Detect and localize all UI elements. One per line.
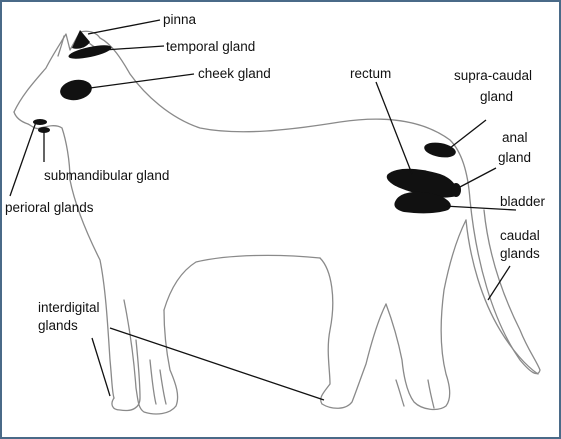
bladder-shape xyxy=(394,191,451,214)
cat-back-outline xyxy=(13,30,541,375)
interdigital-leader-hind xyxy=(109,327,325,401)
label-perioral-glands: perioral glands xyxy=(5,200,94,215)
label-caudal-line1: caudal xyxy=(500,228,540,243)
label-submandibular-gland: submandibular gland xyxy=(44,168,169,183)
rectum-shape xyxy=(386,168,458,198)
label-interdigital-line2: glands xyxy=(38,318,78,333)
anal-gland-leader xyxy=(457,167,497,189)
label-rectum: rectum xyxy=(350,66,391,81)
perioral-leader xyxy=(9,121,37,197)
cat-hind-leg-rear xyxy=(385,219,467,411)
label-supra-caudal-line1: supra-caudal xyxy=(454,68,532,83)
label-interdigital-line1: interdigital xyxy=(38,300,100,315)
label-bladder: bladder xyxy=(500,194,546,209)
anal-gland-shape xyxy=(451,183,461,197)
rectum-leader xyxy=(375,81,413,175)
temporal-gland-shape xyxy=(68,45,112,59)
label-anal-line1: anal xyxy=(502,130,528,145)
cat-chest-outline xyxy=(69,179,115,399)
supra-caudal-gland-shape xyxy=(424,142,456,158)
interdigital-leader-front xyxy=(91,337,111,397)
caudal-glands-leader xyxy=(487,265,511,301)
label-caudal-line2: glands xyxy=(500,246,540,261)
cheek-gland-leader xyxy=(89,73,195,89)
labels: pinna temporal gland cheek gland rectum … xyxy=(5,12,546,333)
cat-front-paw-left xyxy=(111,339,141,412)
cat-outline xyxy=(13,30,541,415)
pinna-leader xyxy=(87,19,161,35)
leader-lines xyxy=(9,19,517,401)
label-anal-line2: gland xyxy=(498,150,531,165)
cat-front-leg-inner xyxy=(149,359,167,405)
label-cheek-gland: cheek gland xyxy=(198,66,271,81)
pinna-gland-shape xyxy=(72,30,90,49)
cat-tail-outline xyxy=(465,219,539,375)
label-supra-caudal-line2: gland xyxy=(480,89,513,104)
bladder-leader xyxy=(443,205,517,211)
cat-belly-outline xyxy=(163,254,321,311)
glands xyxy=(33,30,461,214)
cat-hind-leg-outline xyxy=(319,257,387,409)
label-temporal-gland: temporal gland xyxy=(166,39,255,54)
cheek-gland-shape xyxy=(60,79,92,101)
temporal-gland-leader xyxy=(103,45,165,51)
perioral-gland-shape xyxy=(33,119,47,125)
cat-hind-paw-line xyxy=(395,379,435,409)
supra-caudal-leader xyxy=(449,119,487,149)
label-pinna: pinna xyxy=(163,12,197,27)
cat-front-leg-right xyxy=(123,299,179,415)
